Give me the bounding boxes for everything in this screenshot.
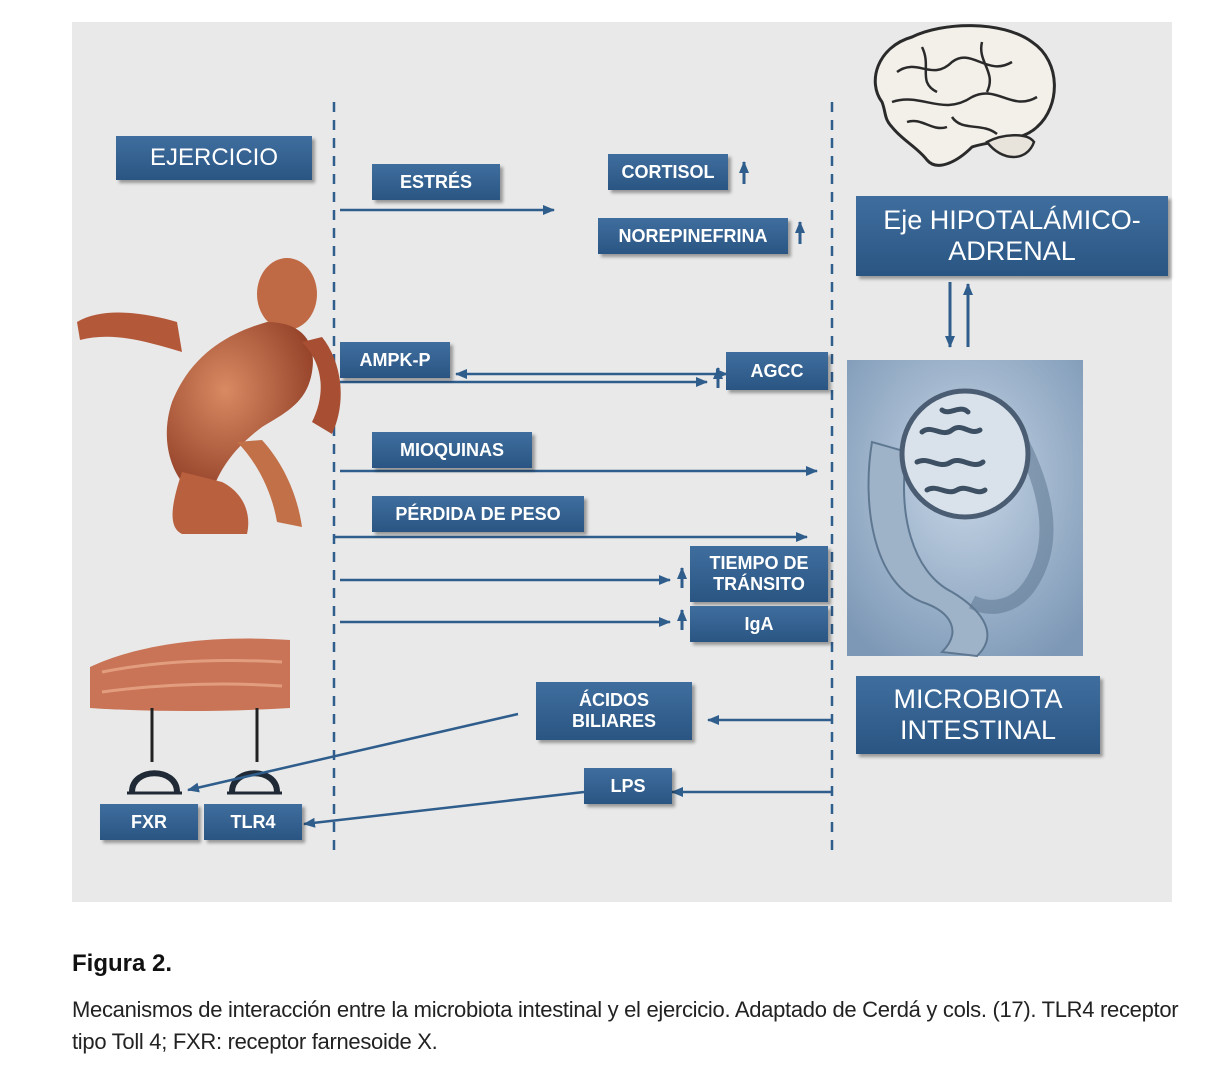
box-microbiota-intestinal: MICROBIOTA INTESTINAL (856, 676, 1100, 754)
tiempo-line1: TIEMPO DE (709, 553, 809, 574)
arrow-acidos-fxr (187, 712, 519, 793)
box-tlr4: TLR4 (204, 804, 302, 840)
caption-title: Figura 2. (72, 950, 173, 977)
diagram-graphics (77, 24, 1083, 857)
box-estres: ESTRÉS (372, 164, 500, 200)
box-agcc: AGCC (726, 352, 828, 390)
acidos-line1: ÁCIDOS (578, 690, 649, 711)
runner-illustration (77, 258, 341, 534)
box-fxr: FXR (100, 804, 198, 840)
box-ejercicio: EJERCICIO (116, 136, 312, 180)
box-norepinefrina: NOREPINEFRINA (598, 218, 788, 254)
acidos-line2: BILIARES (571, 711, 656, 731)
box-eje-hipotalamico: Eje HIPOTALÁMICO- ADRENAL (856, 196, 1168, 276)
eje-line1: Eje HIPOTALÁMICO- (883, 204, 1141, 235)
diagram-figure: EJERCICIO ESTRÉS CORTISOL NOREPINEFRINA … (72, 22, 1172, 902)
receptor-icon (229, 770, 280, 793)
arrow-lps-tlr4 (303, 790, 585, 828)
box-ampk: AMPK-P (340, 342, 450, 378)
box-acidos-biliares: ÁCIDOS BILIARES (536, 682, 692, 740)
microbiota-line2: INTESTINAL (899, 715, 1057, 745)
caption-text: Mecanismos de interacción entre la micro… (72, 997, 1179, 1054)
box-lps: LPS (584, 768, 672, 804)
microbiota-line1: MICROBIOTA (893, 683, 1063, 714)
receptor-icon (129, 770, 180, 793)
brain-illustration (873, 24, 1056, 167)
box-iga: IgA (690, 606, 828, 642)
tiempo-line2: TRÁNSITO (713, 574, 805, 594)
intestine-illustration (847, 360, 1083, 658)
box-perdida-de-peso: PÉRDIDA DE PESO (372, 496, 584, 532)
box-mioquinas: MIOQUINAS (372, 432, 532, 468)
box-cortisol: CORTISOL (608, 154, 728, 190)
muscle-illustration (90, 638, 290, 762)
eje-line2: ADRENAL (948, 236, 1076, 266)
box-tiempo-transito: TIEMPO DE TRÁNSITO (690, 546, 828, 602)
